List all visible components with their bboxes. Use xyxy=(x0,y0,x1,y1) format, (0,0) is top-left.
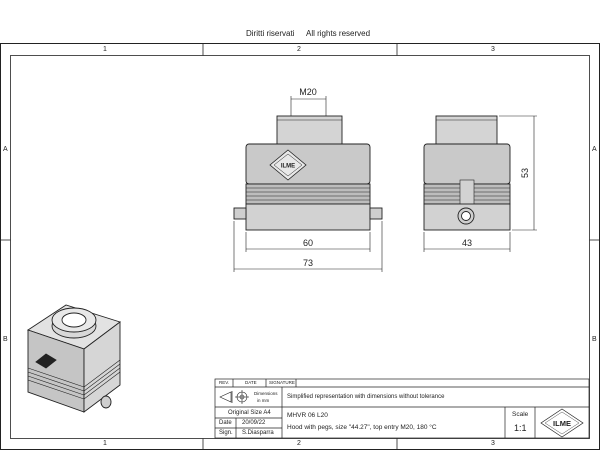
dim-73 xyxy=(233,221,383,272)
front-peg-right xyxy=(369,207,383,220)
tb-sign-row-label: Sign. xyxy=(219,430,233,436)
tb-scale-label: Scale xyxy=(512,411,529,418)
tb-signature-label: SIGNATURE xyxy=(269,380,295,385)
side-top-entry xyxy=(435,115,498,145)
title-logo-icon xyxy=(540,408,584,438)
front-peg-left xyxy=(233,207,247,220)
tb-sign-value: S.Diasparra xyxy=(242,430,274,436)
dim-53 xyxy=(499,115,537,231)
rights-reserved-it: Diritti riservati xyxy=(246,29,295,38)
front-upper-body xyxy=(245,143,371,185)
dim-depth-label: 43 xyxy=(462,238,472,248)
zone-row-a-right: A xyxy=(592,146,597,153)
tb-representation-note: Simplified representation with dimension… xyxy=(287,394,445,400)
tb-part-code: MHVR 06 L20 xyxy=(287,412,328,419)
iso-peg xyxy=(100,395,112,409)
zone-col-2-bottom: 2 xyxy=(297,440,301,447)
dim-width-front-label: 60 xyxy=(303,238,313,248)
tb-dimensions-note-2: in mm xyxy=(257,398,270,403)
dim-thread-label: M20 xyxy=(299,87,317,97)
dim-height-label: 53 xyxy=(520,168,530,178)
side-peg-inner xyxy=(461,211,471,221)
side-view xyxy=(423,115,511,231)
zone-col-3-bottom: 3 xyxy=(491,440,495,447)
tb-dimensions-note-1: Dimensions xyxy=(254,391,278,396)
zone-col-2-top: 2 xyxy=(297,46,301,53)
tb-original-size: Original Size A4 xyxy=(228,410,271,416)
zone-row-b-right: B xyxy=(592,336,597,343)
tb-date-row-label: Date xyxy=(219,420,232,426)
iso-entry-hole xyxy=(61,312,87,328)
front-lower-body xyxy=(245,203,371,231)
dim-m20 xyxy=(290,96,327,116)
front-logo-text: ILME xyxy=(281,164,295,170)
tb-rev-label: REV. xyxy=(219,380,230,385)
zone-row-a-left: A xyxy=(3,146,8,153)
tb-date-value: 20/09/22 xyxy=(242,420,266,426)
tb-date-label: DATE xyxy=(245,380,257,385)
tb-scale-value: 1:1 xyxy=(514,423,527,433)
title-block-lines xyxy=(214,378,590,439)
dim-width-overall-label: 73 xyxy=(303,258,313,268)
front-view: ILME xyxy=(233,115,383,231)
zone-col-3-top: 3 xyxy=(491,46,495,53)
front-ribs xyxy=(245,183,371,205)
inner-frame xyxy=(10,55,590,439)
side-upper-body xyxy=(423,143,511,185)
zone-row-b-left: B xyxy=(3,336,8,343)
dim-60 xyxy=(245,232,371,252)
isometric-view xyxy=(26,304,121,413)
dim-43 xyxy=(423,232,511,252)
title-logo-text: ILME xyxy=(553,419,571,428)
rights-reserved-en: All rights reserved xyxy=(306,29,371,38)
iso-logo-diamond xyxy=(35,353,57,369)
zone-col-1-top: 1 xyxy=(103,46,107,53)
projection-symbol-icon xyxy=(219,390,249,404)
front-logo xyxy=(269,149,307,181)
zone-col-1-bottom: 1 xyxy=(103,440,107,447)
zone-ticks xyxy=(0,43,600,450)
tb-description: Hood with pegs, size "44.27", top entry … xyxy=(287,424,437,431)
